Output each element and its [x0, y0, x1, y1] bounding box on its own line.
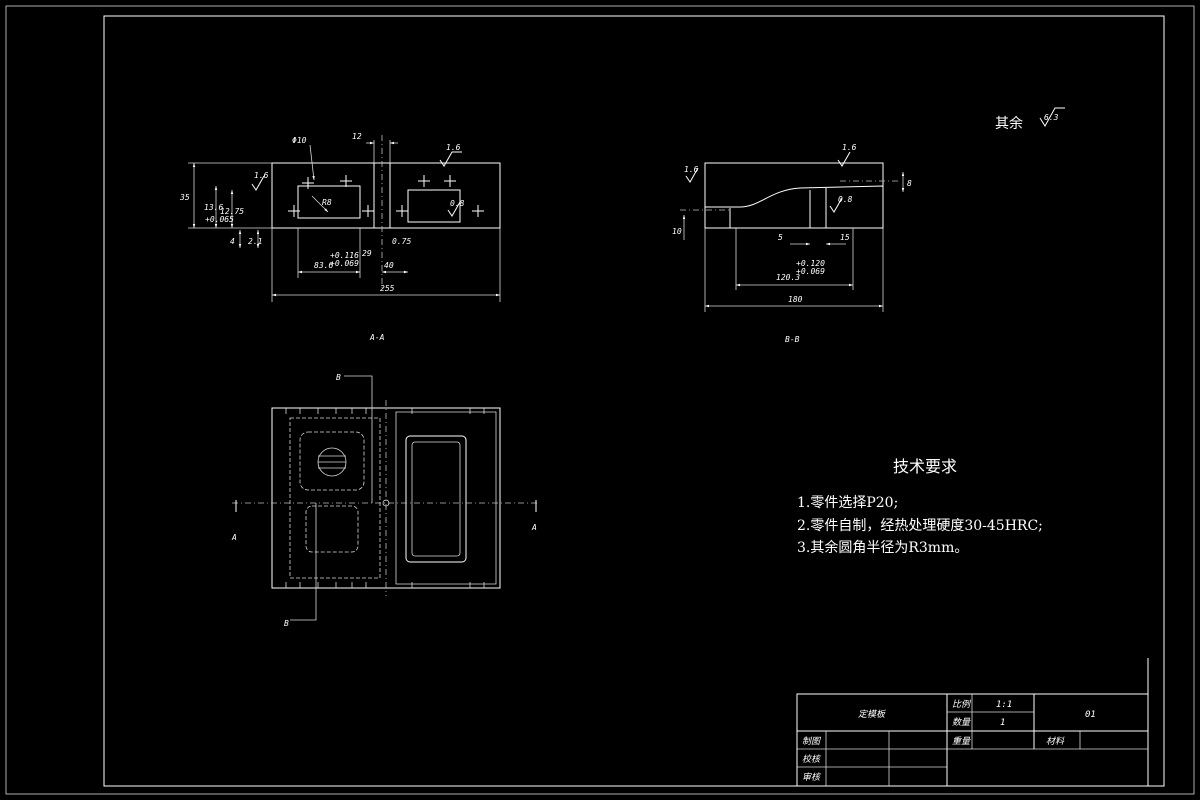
section-b-cavity	[704, 185, 884, 229]
section-b-inner-width: 120.3	[776, 273, 800, 282]
section-a-small-b: 2.1	[248, 237, 262, 246]
outer-sheet-border	[5, 5, 1195, 795]
roughness-symbol-icon	[251, 175, 265, 191]
section-a-pocket-depth: 12.75	[220, 207, 244, 216]
roughness-symbol-icon	[829, 197, 843, 213]
section-a-label: A-A	[369, 333, 385, 342]
section-a-hole-markers	[288, 175, 484, 217]
section-a-right-width: 40	[384, 261, 394, 270]
section-b-inner-tol-upper: +0.120	[796, 259, 825, 268]
section-b-roughness-top: 1.6	[842, 143, 857, 152]
roughness-symbol-icon	[685, 167, 699, 183]
plan-cut-b-top-line	[344, 375, 373, 503]
section-a-roughness-left: 1.6	[254, 171, 269, 180]
title-material-label: 材料	[1046, 736, 1065, 747]
title-scale-value: 1:1	[996, 700, 1012, 710]
plan-right-window	[405, 435, 467, 563]
plan-cut-b-top: B	[336, 373, 341, 382]
roughness-value: 6.3	[1044, 113, 1059, 122]
roughness-symbol-icon	[837, 151, 851, 167]
other-surfaces-label: 其余	[995, 115, 1023, 132]
plan-cut-a-right: A	[531, 523, 537, 532]
section-a-step: 12	[352, 132, 362, 141]
section-b-body	[704, 162, 884, 229]
top-right-roughness-note: 其余 6.3	[995, 107, 1065, 132]
plan-left-inner	[289, 417, 381, 579]
tech-requirement-2: 2.零件自制，经热处理硬度30-45HRC;	[797, 518, 1043, 534]
section-b-roughness-left: 1.6	[684, 165, 699, 174]
section-b-label: B-B	[785, 335, 800, 344]
title-qty-value: 1	[1000, 718, 1005, 728]
section-a-pocket-depth-tol: +0.065	[205, 215, 234, 224]
section-a-gap: 29	[362, 249, 372, 258]
section-a-small-a: 4	[230, 237, 235, 246]
tech-requirement-1: 1.零件选择P20;	[797, 495, 898, 511]
title-part-name: 定模板	[858, 709, 887, 720]
section-a-a: 255 83.6 +0.116 +0.069 40 35 13.6 12.75 …	[179, 132, 501, 342]
plan-cut-b-bottom: B	[284, 619, 289, 628]
section-b-small2: 15	[840, 233, 850, 242]
technical-requirements: 技术要求 1.零件选择P20; 2.零件自制，经热处理硬度30-45HRC; 3…	[797, 457, 1043, 556]
plan-view: A A B B	[231, 373, 540, 628]
section-b-b: 180 120.3 +0.120 +0.069 5 15 10 8 1.6 1.…	[672, 143, 912, 344]
plan-cut-a-left: A	[231, 533, 237, 542]
tech-requirements-title: 技术要求	[893, 457, 957, 476]
section-b-small1: 5	[778, 233, 783, 242]
section-b-overall-width: 180	[788, 295, 803, 304]
roughness-symbol-icon	[439, 151, 462, 167]
section-a-height: 35	[179, 193, 190, 202]
title-block: 定模板 比例 1:1 数量 1 01 重量 材料 制图 校核 审核	[796, 693, 1149, 787]
section-a-roughness-top: 1.6	[446, 143, 461, 152]
title-drawing-no: 01	[1085, 710, 1096, 720]
title-checker-label: 校核	[802, 754, 822, 765]
title-scale-label: 比例	[952, 699, 972, 710]
section-b-roughness-right: 0.8	[838, 195, 853, 204]
section-a-pocket-width: 83.6	[314, 261, 333, 270]
section-a-roughness-right: 0.8	[450, 199, 465, 208]
section-a-overall-width: 255	[380, 284, 395, 293]
plan-right-hatch	[395, 411, 497, 585]
roughness-symbol-icon	[1039, 107, 1065, 127]
section-a-pocket-tol-lower: +0.069	[330, 259, 359, 268]
title-qty-label: 数量	[952, 717, 971, 728]
section-a-pocket-tol-upper: +0.116	[330, 251, 359, 260]
drawing-frame	[103, 15, 1165, 787]
section-a-chamfer: R8	[322, 198, 332, 207]
tech-requirement-3: 3.其余圆角半径为R3mm。	[797, 539, 968, 556]
section-a-slot-dim: 0.75	[392, 237, 411, 246]
plan-cut-b-bottom-line	[290, 503, 317, 621]
title-weight-label: 重量	[952, 736, 971, 747]
section-b-inner-tol-lower: +0.069	[796, 267, 825, 276]
section-a-depth1: 13.6	[204, 203, 223, 212]
title-approver-label: 审核	[802, 772, 822, 783]
section-b-right-dim: 8	[907, 179, 912, 188]
section-a-left-pocket	[297, 185, 361, 219]
title-designer-label: 制图	[802, 736, 822, 747]
section-a-hole-dia: Φ10	[292, 136, 307, 145]
roughness-symbol-icon	[447, 201, 461, 217]
plan-edge-ticks	[285, 408, 485, 588]
section-b-left-dim: 10	[672, 227, 682, 236]
